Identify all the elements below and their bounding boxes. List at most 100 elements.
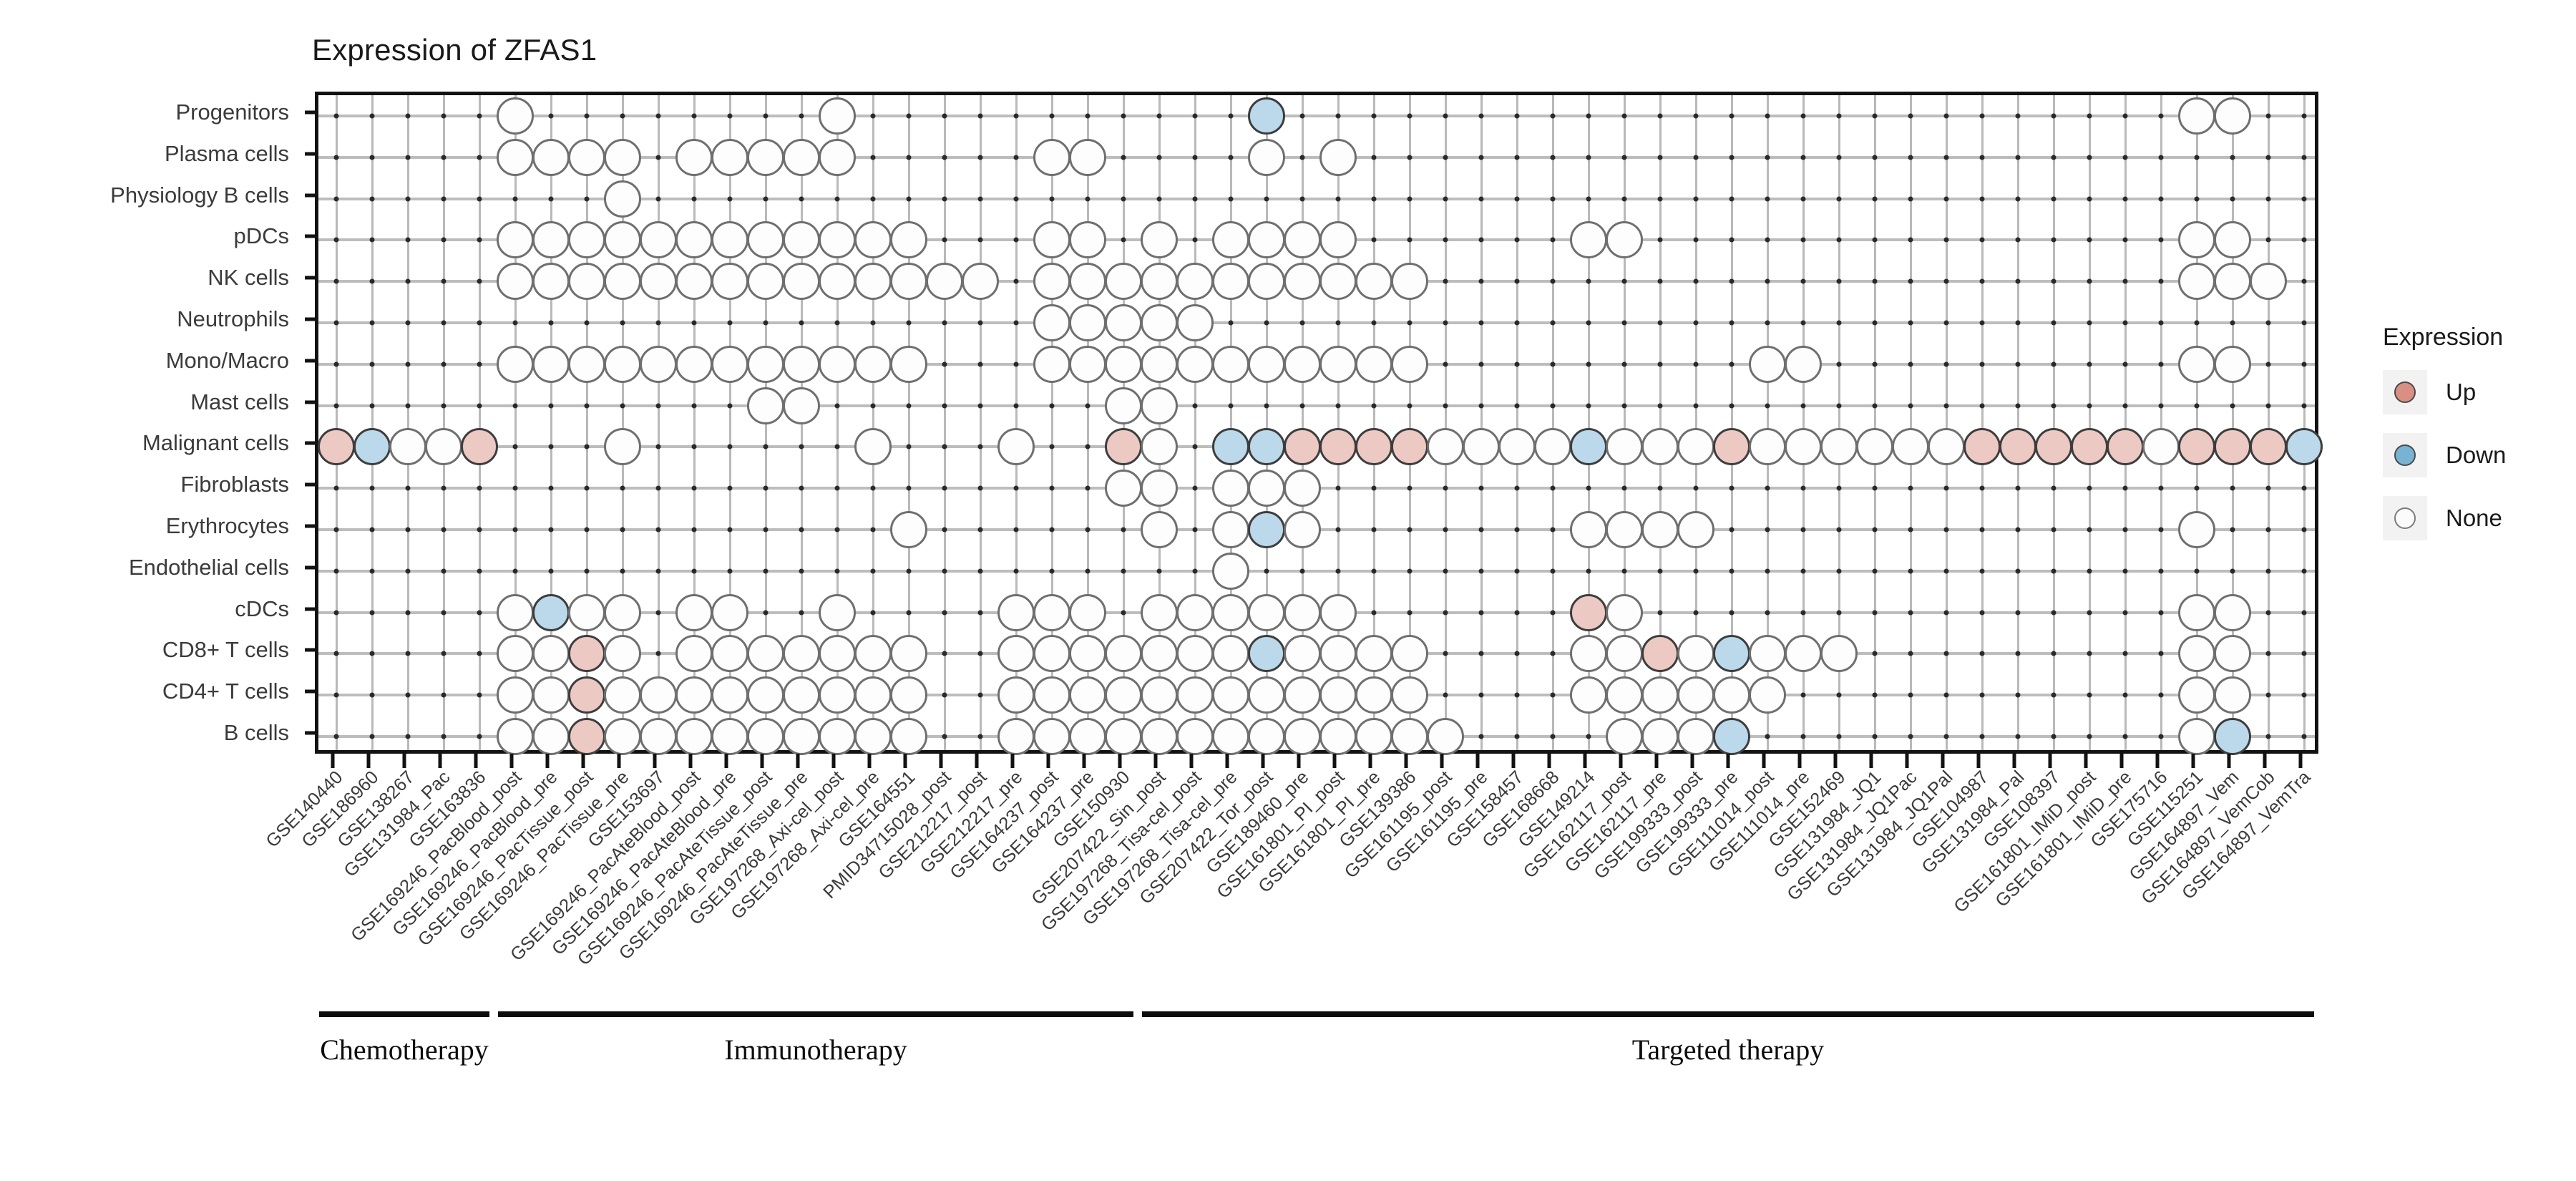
expression-point[interactable] bbox=[2178, 511, 2215, 549]
expression-point[interactable] bbox=[1641, 676, 1679, 714]
expression-point[interactable] bbox=[1749, 345, 1786, 383]
expression-point[interactable] bbox=[497, 221, 534, 259]
expression-point[interactable] bbox=[819, 221, 856, 259]
expression-point[interactable] bbox=[604, 635, 641, 673]
expression-point[interactable] bbox=[1641, 511, 1679, 549]
expression-point[interactable] bbox=[1570, 676, 1607, 714]
expression-point[interactable] bbox=[1749, 676, 1786, 714]
expression-point[interactable] bbox=[1033, 263, 1070, 301]
expression-point[interactable] bbox=[1319, 593, 1357, 631]
expression-point[interactable] bbox=[604, 593, 641, 631]
expression-point[interactable] bbox=[461, 428, 498, 466]
expression-point[interactable] bbox=[1713, 635, 1750, 673]
expression-point[interactable] bbox=[747, 221, 784, 259]
expression-point[interactable] bbox=[1284, 718, 1321, 756]
expression-point[interactable] bbox=[819, 138, 856, 176]
expression-point[interactable] bbox=[2214, 97, 2251, 135]
expression-point[interactable] bbox=[1141, 428, 1178, 466]
expression-point[interactable] bbox=[1105, 428, 1142, 466]
expression-point[interactable] bbox=[1212, 552, 1249, 590]
expression-point[interactable] bbox=[1677, 635, 1714, 673]
expression-point[interactable] bbox=[747, 387, 784, 424]
legend-item[interactable]: Up bbox=[2383, 370, 2506, 414]
expression-point[interactable] bbox=[1606, 428, 1643, 466]
expression-point[interactable] bbox=[1284, 345, 1321, 383]
expression-point[interactable] bbox=[1355, 345, 1392, 383]
expression-point[interactable] bbox=[783, 138, 820, 176]
expression-point[interactable] bbox=[1176, 303, 1214, 341]
expression-point[interactable] bbox=[1427, 718, 1464, 756]
expression-point[interactable] bbox=[1176, 635, 1214, 673]
expression-point[interactable] bbox=[2178, 676, 2215, 714]
expression-point[interactable] bbox=[1319, 676, 1357, 714]
expression-point[interactable] bbox=[1856, 428, 1893, 466]
expression-point[interactable] bbox=[890, 676, 927, 714]
expression-point[interactable] bbox=[532, 345, 570, 383]
expression-point[interactable] bbox=[1713, 428, 1750, 466]
expression-point[interactable] bbox=[783, 718, 820, 756]
expression-point[interactable] bbox=[2107, 428, 2144, 466]
expression-point[interactable] bbox=[318, 428, 355, 466]
expression-point[interactable] bbox=[2214, 345, 2251, 383]
expression-point[interactable] bbox=[1820, 428, 1858, 466]
expression-point[interactable] bbox=[1141, 263, 1178, 301]
expression-point[interactable] bbox=[747, 718, 784, 756]
expression-point[interactable] bbox=[1248, 718, 1285, 756]
expression-point[interactable] bbox=[568, 635, 605, 673]
expression-point[interactable] bbox=[2285, 428, 2323, 466]
expression-point[interactable] bbox=[2214, 428, 2251, 466]
expression-point[interactable] bbox=[997, 428, 1035, 466]
expression-point[interactable] bbox=[2250, 428, 2287, 466]
expression-point[interactable] bbox=[1319, 138, 1357, 176]
expression-point[interactable] bbox=[1248, 470, 1285, 507]
expression-point[interactable] bbox=[1284, 593, 1321, 631]
expression-point[interactable] bbox=[1606, 676, 1643, 714]
expression-point[interactable] bbox=[890, 635, 927, 673]
expression-point[interactable] bbox=[1105, 387, 1142, 424]
expression-point[interactable] bbox=[783, 387, 820, 424]
expression-point[interactable] bbox=[1033, 138, 1070, 176]
expression-point[interactable] bbox=[1069, 718, 1106, 756]
expression-point[interactable] bbox=[532, 263, 570, 301]
expression-point[interactable] bbox=[962, 263, 999, 301]
expression-point[interactable] bbox=[1105, 718, 1142, 756]
expression-point[interactable] bbox=[1284, 221, 1321, 259]
expression-point[interactable] bbox=[1391, 635, 1428, 673]
expression-point[interactable] bbox=[640, 345, 677, 383]
expression-point[interactable] bbox=[1105, 635, 1142, 673]
expression-point[interactable] bbox=[1069, 345, 1106, 383]
expression-point[interactable] bbox=[568, 593, 605, 631]
expression-point[interactable] bbox=[1355, 718, 1392, 756]
expression-point[interactable] bbox=[819, 263, 856, 301]
expression-point[interactable] bbox=[819, 676, 856, 714]
legend-item[interactable]: Down bbox=[2383, 433, 2506, 477]
expression-point[interactable] bbox=[1105, 345, 1142, 383]
expression-point[interactable] bbox=[711, 221, 748, 259]
expression-point[interactable] bbox=[1176, 676, 1214, 714]
expression-point[interactable] bbox=[675, 635, 713, 673]
expression-point[interactable] bbox=[2071, 428, 2108, 466]
expression-point[interactable] bbox=[1391, 718, 1428, 756]
expression-point[interactable] bbox=[1570, 428, 1607, 466]
expression-point[interactable] bbox=[711, 345, 748, 383]
expression-point[interactable] bbox=[1999, 428, 2036, 466]
expression-point[interactable] bbox=[1785, 635, 1822, 673]
expression-point[interactable] bbox=[1033, 345, 1070, 383]
expression-point[interactable] bbox=[1820, 635, 1858, 673]
expression-point[interactable] bbox=[2178, 718, 2215, 756]
expression-point[interactable] bbox=[568, 221, 605, 259]
expression-point[interactable] bbox=[819, 635, 856, 673]
expression-point[interactable] bbox=[2178, 593, 2215, 631]
legend-item[interactable]: None bbox=[2383, 496, 2506, 540]
expression-point[interactable] bbox=[675, 718, 713, 756]
expression-point[interactable] bbox=[1570, 221, 1607, 259]
expression-point[interactable] bbox=[1355, 263, 1392, 301]
expression-point[interactable] bbox=[1105, 676, 1142, 714]
expression-point[interactable] bbox=[1069, 303, 1106, 341]
expression-point[interactable] bbox=[854, 676, 892, 714]
expression-point[interactable] bbox=[711, 718, 748, 756]
expression-point[interactable] bbox=[711, 676, 748, 714]
expression-point[interactable] bbox=[1677, 676, 1714, 714]
expression-point[interactable] bbox=[497, 345, 534, 383]
expression-point[interactable] bbox=[1248, 221, 1285, 259]
